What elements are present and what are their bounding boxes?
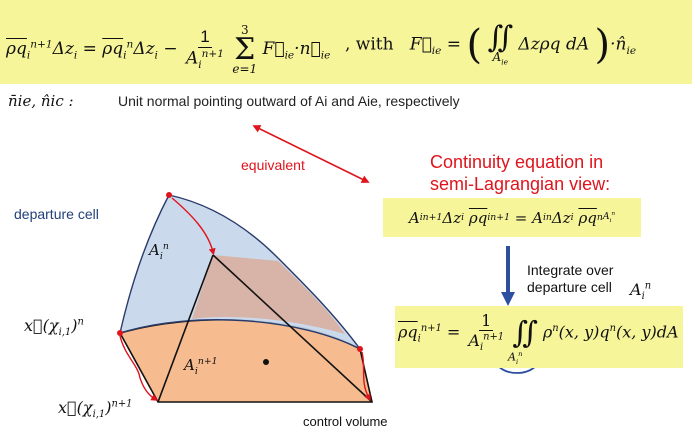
vertex-position-n: x⃗(χi,1)n [24, 316, 84, 339]
trajectory-arrow [171, 197, 216, 256]
vertex-dot [166, 192, 172, 198]
normals-symbol-label: n̄ie, n̂ic : [8, 92, 74, 110]
continuity-title: Continuity equation in semi-Lagrangian v… [430, 152, 611, 194]
integral-domain-label: Ain [508, 350, 523, 366]
centroid-dot [263, 359, 269, 365]
vertex-dot [357, 346, 363, 352]
equivalent-arrow [252, 125, 370, 183]
integral-equation-box [395, 306, 683, 368]
normals-description: Unit normal pointing outward of Ai and A… [118, 93, 460, 109]
top-equation-band [0, 0, 692, 84]
departure-area-label: Ain [149, 241, 169, 262]
departure-cell-label: departure cell [14, 206, 99, 222]
trajectory-arrow [119, 335, 159, 401]
edge-line [157, 254, 214, 403]
control-area-label: Ain+1 [184, 356, 218, 377]
integrate-domain-symbol: Ain [630, 280, 652, 303]
overlap-region [192, 255, 345, 334]
equivalent-label: equivalent [241, 157, 305, 173]
edge-line [212, 254, 373, 403]
vertex-position-n1: x⃗(χi,1)n+1 [58, 398, 133, 421]
integrate-label: Integrate over departure cell [527, 262, 614, 295]
trajectory-arrow [361, 351, 371, 402]
control-volume-label: control volume [303, 414, 388, 429]
vertex-dot [117, 330, 123, 336]
flux-definition: , with F⃗ie = ( ∬Aie Δzρq dA )·n̂ie [345, 20, 637, 68]
